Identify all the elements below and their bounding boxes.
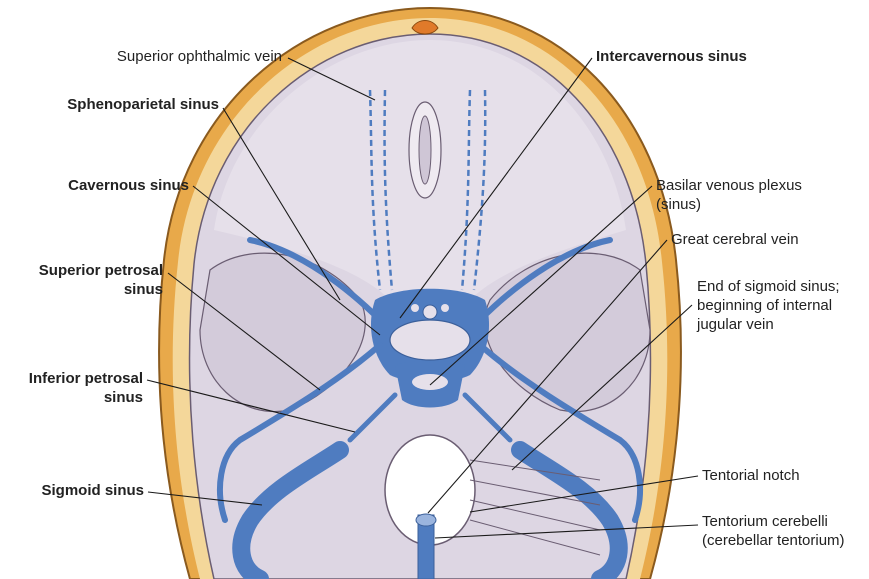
label-basilar-venous-plexus-line2: (sinus) (656, 196, 701, 214)
label-end-sigmoid-line3: jugular vein (697, 316, 774, 334)
label-end-sigmoid-line2: beginning of internal (697, 297, 832, 315)
label-superior-petrosal-sinus-line2: sinus (124, 281, 163, 299)
label-superior-ophthalmic-vein: Superior ophthalmic vein (117, 48, 282, 66)
label-sphenoparietal-sinus: Sphenoparietal sinus (67, 96, 219, 114)
label-intercavernous-sinus: Intercavernous sinus (596, 48, 747, 66)
label-basilar-venous-plexus-line1: Basilar venous plexus (656, 177, 802, 195)
label-tentorium-line1: Tentorium cerebelli (702, 513, 828, 531)
hypophyseal-fossa (390, 320, 470, 360)
label-tentorium-line2: (cerebellar tentorium) (702, 532, 845, 550)
label-end-sigmoid-line1: End of sigmoid sinus; (697, 278, 840, 296)
label-sigmoid-sinus: Sigmoid sinus (41, 482, 144, 500)
label-tentorial-notch: Tentorial notch (702, 467, 800, 485)
label-inferior-petrosal-sinus-line2: sinus (104, 389, 143, 407)
label-superior-petrosal-sinus-line1: Superior petrosal (39, 262, 163, 280)
label-inferior-petrosal-sinus-line1: Inferior petrosal (29, 370, 143, 388)
label-great-cerebral-vein: Great cerebral vein (671, 231, 799, 249)
label-cavernous-sinus: Cavernous sinus (68, 177, 189, 195)
